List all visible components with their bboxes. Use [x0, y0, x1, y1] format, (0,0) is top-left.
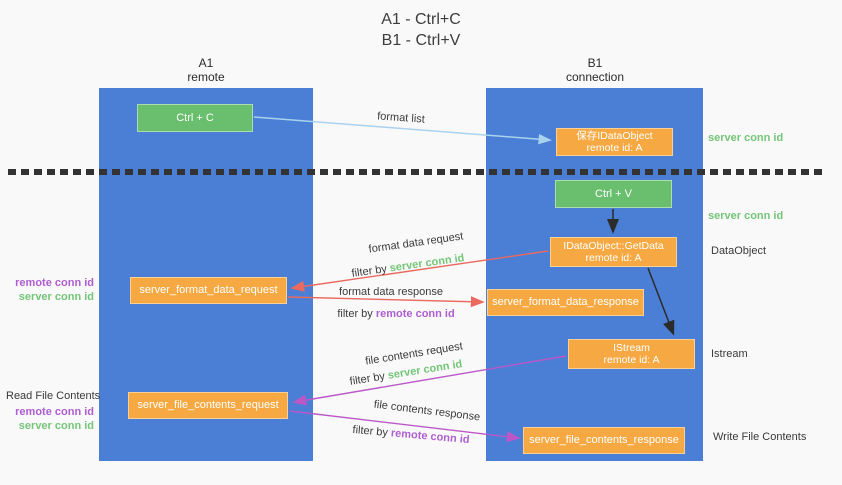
node-server-file-contents-request: server_file_contents_request — [128, 392, 288, 419]
node-server-format-data-response: server_format_data_response — [487, 289, 644, 316]
node-getdata-line1: IDataObject::GetData — [563, 239, 664, 252]
lane-b1-subtitle: connection — [565, 70, 625, 84]
node-idataobject-getdata: IDataObject::GetData remote id: A — [550, 237, 677, 267]
filter-by-text: filter by — [337, 308, 376, 320]
lane-a1-name: A1 — [198, 56, 214, 70]
node-ctrl-v: Ctrl + V — [555, 180, 672, 208]
server-conn-id-text: server conn id — [18, 291, 94, 303]
label-server-conn-id-right-top: server conn id — [708, 132, 784, 144]
title-line-2: B1 - Ctrl+V — [381, 32, 461, 49]
arrow-format-data-request — [290, 250, 549, 292]
node-ctrl-v-label: Ctrl + V — [595, 187, 632, 200]
node-server-format-data-request: server_format_data_request — [130, 277, 287, 304]
server-conn-id-text: server conn id — [18, 420, 94, 432]
remote-conn-id-text: remote conn id — [15, 277, 94, 289]
label-read-file-contents: Read File Contents — [6, 390, 101, 402]
node-istream-line1: IStream — [613, 341, 650, 354]
lane-header-b1: B1 connection — [535, 56, 655, 84]
node-save-idataobject-line1: 保存IDataObject — [576, 129, 653, 142]
arrow-format-list — [253, 116, 552, 145]
label-filter-by-remote-conn-id-1: filter by remote conn id — [337, 308, 454, 320]
lane-header-a1: A1 remote — [146, 56, 266, 84]
label-conn-ids-left-2: remote conn id server conn id — [0, 405, 94, 433]
arrow-file-contents-request — [292, 355, 567, 406]
remote-conn-id-text: remote conn id — [15, 406, 94, 418]
arrow-getdata-to-istream — [647, 267, 675, 336]
arrow-format-data-response — [287, 296, 485, 308]
lane-b1-name: B1 — [587, 56, 603, 70]
node-ctrl-c-label: Ctrl + C — [176, 111, 214, 124]
label-server-conn-id-right-mid: server conn id — [708, 210, 784, 222]
node-istream-line2: remote id: A — [603, 354, 660, 366]
label-format-data-response: format data response — [339, 286, 443, 298]
node-file-request-label: server_file_contents_request — [137, 399, 279, 411]
node-istream: IStream remote id: A — [568, 339, 695, 369]
title-line-1: A1 - Ctrl+C — [381, 11, 461, 28]
label-dataobject: DataObject — [711, 245, 767, 257]
arrow-file-contents-response — [289, 410, 521, 443]
node-format-request-label: server_format_data_request — [139, 284, 278, 296]
node-save-idataobject: 保存IDataObject remote id: A — [556, 128, 673, 156]
diagram-title: A1 - Ctrl+C B1 - Ctrl+V — [0, 9, 842, 51]
lane-a1-subtitle: remote — [187, 70, 225, 84]
label-conn-ids-left-1: remote conn id server conn id — [0, 276, 94, 304]
node-server-file-contents-response: server_file_contents_response — [523, 427, 685, 454]
dotted-separator-line — [8, 169, 826, 175]
node-file-response-label: server_file_contents_response — [529, 434, 679, 446]
node-getdata-line2: remote id: A — [585, 252, 642, 264]
node-format-response-label: server_format_data_response — [492, 296, 639, 308]
remote-conn-id-text: remote conn id — [375, 308, 455, 320]
node-ctrl-c: Ctrl + C — [137, 104, 253, 132]
label-istream: Istream — [711, 348, 748, 360]
label-write-file-contents: Write File Contents — [713, 431, 807, 443]
node-save-idataobject-line2: remote id: A — [586, 142, 643, 154]
